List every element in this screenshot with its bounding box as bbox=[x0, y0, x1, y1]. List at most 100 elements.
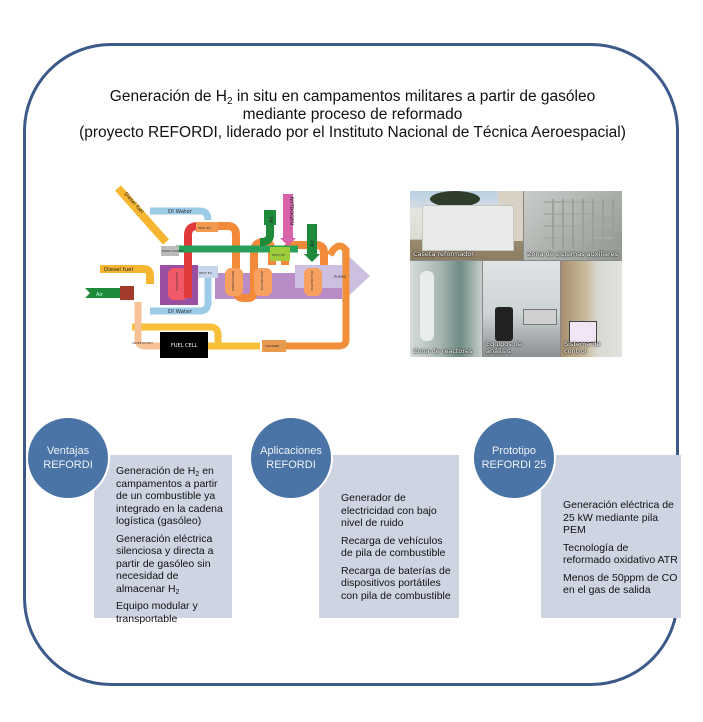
screen-shape bbox=[569, 321, 597, 343]
prototipo-circle: Prototipo REFORDI 25 bbox=[472, 416, 556, 500]
tank-shape bbox=[495, 307, 513, 341]
circle-heading: REFORDI bbox=[266, 459, 316, 471]
di-water-top-path bbox=[150, 207, 212, 221]
air-right-arrow bbox=[307, 224, 317, 254]
air-blower bbox=[120, 286, 134, 300]
title-line-2: mediante proceso de reformado bbox=[242, 106, 463, 123]
diesel-fuel-left-label: Diesel fuel bbox=[104, 267, 133, 273]
photo-caption: Zona de sistemas auxiliares bbox=[527, 250, 618, 258]
ventajas-box: Generación de H2 en campamentos a partir… bbox=[94, 455, 232, 625]
text-span: en campamentos a partir de un combustibl… bbox=[116, 465, 223, 527]
photo-zona-reactores: Zona de reactores bbox=[410, 261, 482, 357]
air-left-top-head bbox=[264, 210, 276, 225]
scrubber bbox=[262, 340, 286, 352]
list-item: Tecnología de reformado oxidativo ATR bbox=[563, 541, 678, 567]
aplicaciones-box: Generador de electricidad con bajo nivel… bbox=[319, 455, 459, 618]
prox-reactor bbox=[304, 268, 322, 296]
air-left-top-label: Air bbox=[269, 215, 275, 223]
pipe-shape bbox=[420, 271, 434, 341]
photo-caption: Equipos de análisis bbox=[486, 340, 522, 355]
photo-equipos-analisis: Equipos de análisis bbox=[483, 261, 560, 357]
title-line-1: Generación de H2 in situ en campamentos … bbox=[60, 88, 645, 107]
photo-sistema-control: Sistema de control bbox=[561, 261, 622, 357]
mixing-chamber bbox=[161, 246, 179, 256]
diesel-fuel-left-path bbox=[100, 265, 154, 284]
page-title: Generación de H2 in situ en campamentos … bbox=[60, 88, 645, 142]
prototipo-box: Generación eléctrica de 25 kW mediante p… bbox=[541, 455, 681, 618]
circle-heading: Ventajas bbox=[46, 445, 90, 457]
heat-ex-right-label: HEAT EX. bbox=[272, 253, 286, 257]
air-inlet-arrow bbox=[85, 288, 125, 298]
diesel-fuel-top-path bbox=[115, 185, 169, 245]
text-span: 2 bbox=[175, 588, 180, 596]
heat-ex-right bbox=[270, 247, 290, 261]
anode-output-label: ANODE OUTPUT bbox=[132, 341, 153, 345]
fuel-cell-label: FUEL CELL bbox=[171, 343, 198, 349]
pumes-label: PUMES bbox=[334, 275, 347, 279]
mixing-chamber-label: MIXING CHAMBER bbox=[162, 250, 184, 253]
fuel-cell bbox=[160, 332, 208, 358]
list-item: Generador de electricidad con bajo nivel… bbox=[341, 492, 437, 529]
text-span: Equipo modular y transportable bbox=[116, 600, 198, 625]
photo-caption: Caseta reformador bbox=[413, 250, 474, 258]
title-text: in situ en campamentos militares a parti… bbox=[232, 88, 596, 105]
desulfurizer-label: DESULFURIZER bbox=[231, 271, 235, 291]
osr-reactor bbox=[168, 268, 188, 300]
list-item: Equipo modular y transportable bbox=[116, 600, 230, 625]
air-right-label: Air bbox=[310, 239, 316, 247]
heat-ex-top bbox=[196, 222, 218, 232]
air-inlet-label: Air bbox=[96, 292, 104, 298]
scrubber-label: SCRUBBER bbox=[265, 344, 279, 348]
desulfurizer bbox=[225, 268, 243, 296]
wgs-reactor-label: WGS REACTOR bbox=[260, 271, 264, 291]
top-loop-path bbox=[132, 323, 222, 346]
aplicaciones-circle: Aplicaciones REFORDI bbox=[249, 416, 333, 500]
list-item: Generación de H2 en campamentos a partir… bbox=[116, 465, 230, 528]
text-span: 2 bbox=[195, 471, 200, 478]
pumes-arrow bbox=[295, 250, 370, 302]
photo-zona-sistemas-auxiliares: Zona de sistemas auxiliares bbox=[524, 191, 622, 260]
instrument-shape bbox=[523, 309, 557, 325]
photo-collage: Caseta reformador Zona de sistemas auxil… bbox=[410, 191, 622, 357]
circle-heading: REFORDI 25 bbox=[481, 459, 547, 471]
text-span: Generación eléctrica silenciosa y direct… bbox=[116, 532, 214, 595]
heat-ex-mid bbox=[198, 266, 218, 278]
osr-reactor-label: OSR REACTOR bbox=[175, 272, 179, 291]
air-right-head bbox=[304, 254, 320, 262]
di-water-bottom-path bbox=[150, 278, 212, 315]
circle-heading: Prototipo bbox=[491, 445, 537, 457]
di-water-top-label: DI Water bbox=[168, 209, 193, 215]
heat-ex-mid-label: HEAT EX. bbox=[199, 271, 213, 275]
tree-shape bbox=[430, 191, 480, 207]
list-item: Recarga de vehículos de pila de combusti… bbox=[341, 534, 446, 560]
photo-caption: Zona de reactores bbox=[413, 347, 473, 355]
title-text: Generación de H bbox=[109, 88, 227, 105]
list-item: Recarga de baterías de dispositivos port… bbox=[341, 564, 451, 602]
list-item: Generación eléctrica de 25 kW mediante p… bbox=[563, 499, 674, 536]
circle-heading: Aplicaciones bbox=[260, 445, 322, 457]
process-diagram: Diesel fuel DI Water MIXING CHAMBER HEAT… bbox=[80, 180, 380, 360]
reformate-return bbox=[280, 242, 350, 350]
nitrogen-label: NYTROGEN bbox=[288, 197, 294, 225]
circle-heading: REFORDI bbox=[43, 459, 93, 471]
wgs-reactor bbox=[254, 268, 272, 296]
photo-caption: Sistema de control bbox=[564, 340, 601, 355]
prox-reactor-label: PrOx REACTOR bbox=[310, 271, 314, 291]
title-line-3: (proyecto REFORDI, liderado por el Insti… bbox=[79, 124, 626, 141]
prototipo-list: Generación eléctrica de 25 kW mediante p… bbox=[563, 499, 679, 602]
list-item: Generación eléctrica silenciosa y direct… bbox=[116, 533, 230, 596]
title-subscript: 2 bbox=[226, 96, 233, 107]
air-left-top-path bbox=[259, 225, 274, 246]
aplicaciones-list: Generador de electricidad con bajo nivel… bbox=[341, 492, 457, 607]
heat-ex-top-label: HEAT EX. bbox=[198, 226, 212, 230]
nitrogen-head bbox=[280, 238, 296, 246]
ventajas-circle: Ventajas REFORDI bbox=[26, 416, 110, 500]
nitrogen-arrow bbox=[283, 194, 293, 238]
rounded-frame bbox=[23, 43, 679, 686]
rack-shape bbox=[544, 199, 614, 249]
di-water-bottom-label: DI Water bbox=[168, 309, 193, 315]
photo-caseta-reformador: Caseta reformador bbox=[410, 191, 523, 260]
list-item: Menos de 50ppm de CO en el gas de salida bbox=[563, 571, 678, 597]
ventajas-list: Generación de H2 en campamentos a partir… bbox=[116, 465, 230, 630]
anode-path bbox=[134, 302, 160, 350]
